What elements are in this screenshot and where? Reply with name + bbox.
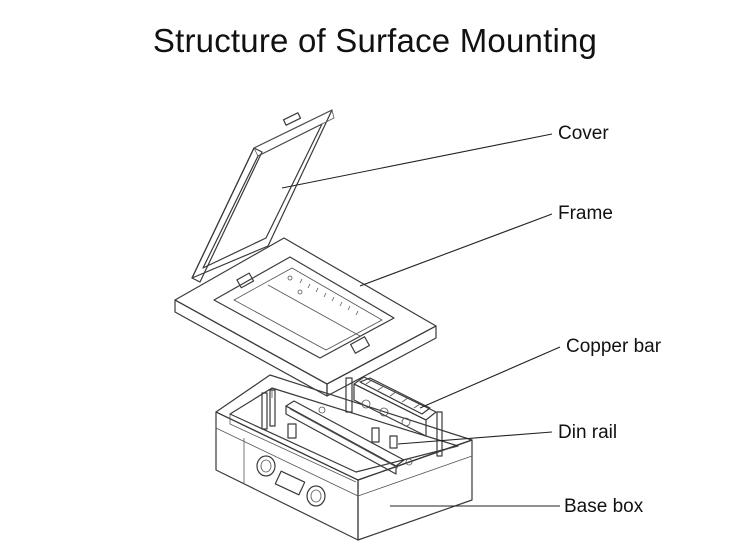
- base-box-part: [215, 374, 473, 541]
- leader-frame: [359, 213, 553, 287]
- copper-bar-part: [353, 376, 437, 437]
- din-rail-part: [285, 400, 405, 475]
- frame-part: [174, 237, 437, 397]
- label-frame: Frame: [558, 203, 613, 224]
- label-cover: Cover: [558, 123, 609, 144]
- cover-part: [191, 109, 335, 283]
- diagram-title: Structure of Surface Mounting: [152, 22, 598, 59]
- label-copper-bar: Copper bar: [566, 336, 662, 357]
- leader-copper-bar: [419, 346, 561, 409]
- leader-din-rail: [397, 431, 553, 445]
- leader-cover: [281, 133, 553, 189]
- label-base-box: Base box: [564, 496, 644, 517]
- leader-lines: [281, 133, 561, 507]
- label-din-rail: Din rail: [558, 422, 618, 443]
